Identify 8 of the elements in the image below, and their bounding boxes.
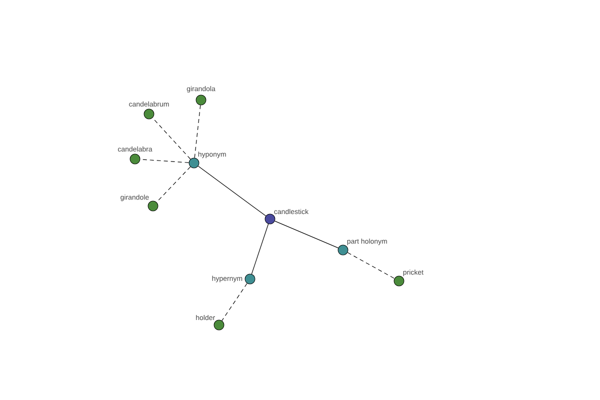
connector-line bbox=[347, 252, 395, 279]
connector-line bbox=[274, 220, 338, 248]
connector-line bbox=[198, 166, 266, 216]
connector-line bbox=[156, 166, 191, 202]
connector-line bbox=[222, 283, 248, 321]
connector-line bbox=[251, 224, 269, 274]
connector-line bbox=[194, 104, 201, 158]
connector-line bbox=[152, 118, 191, 160]
